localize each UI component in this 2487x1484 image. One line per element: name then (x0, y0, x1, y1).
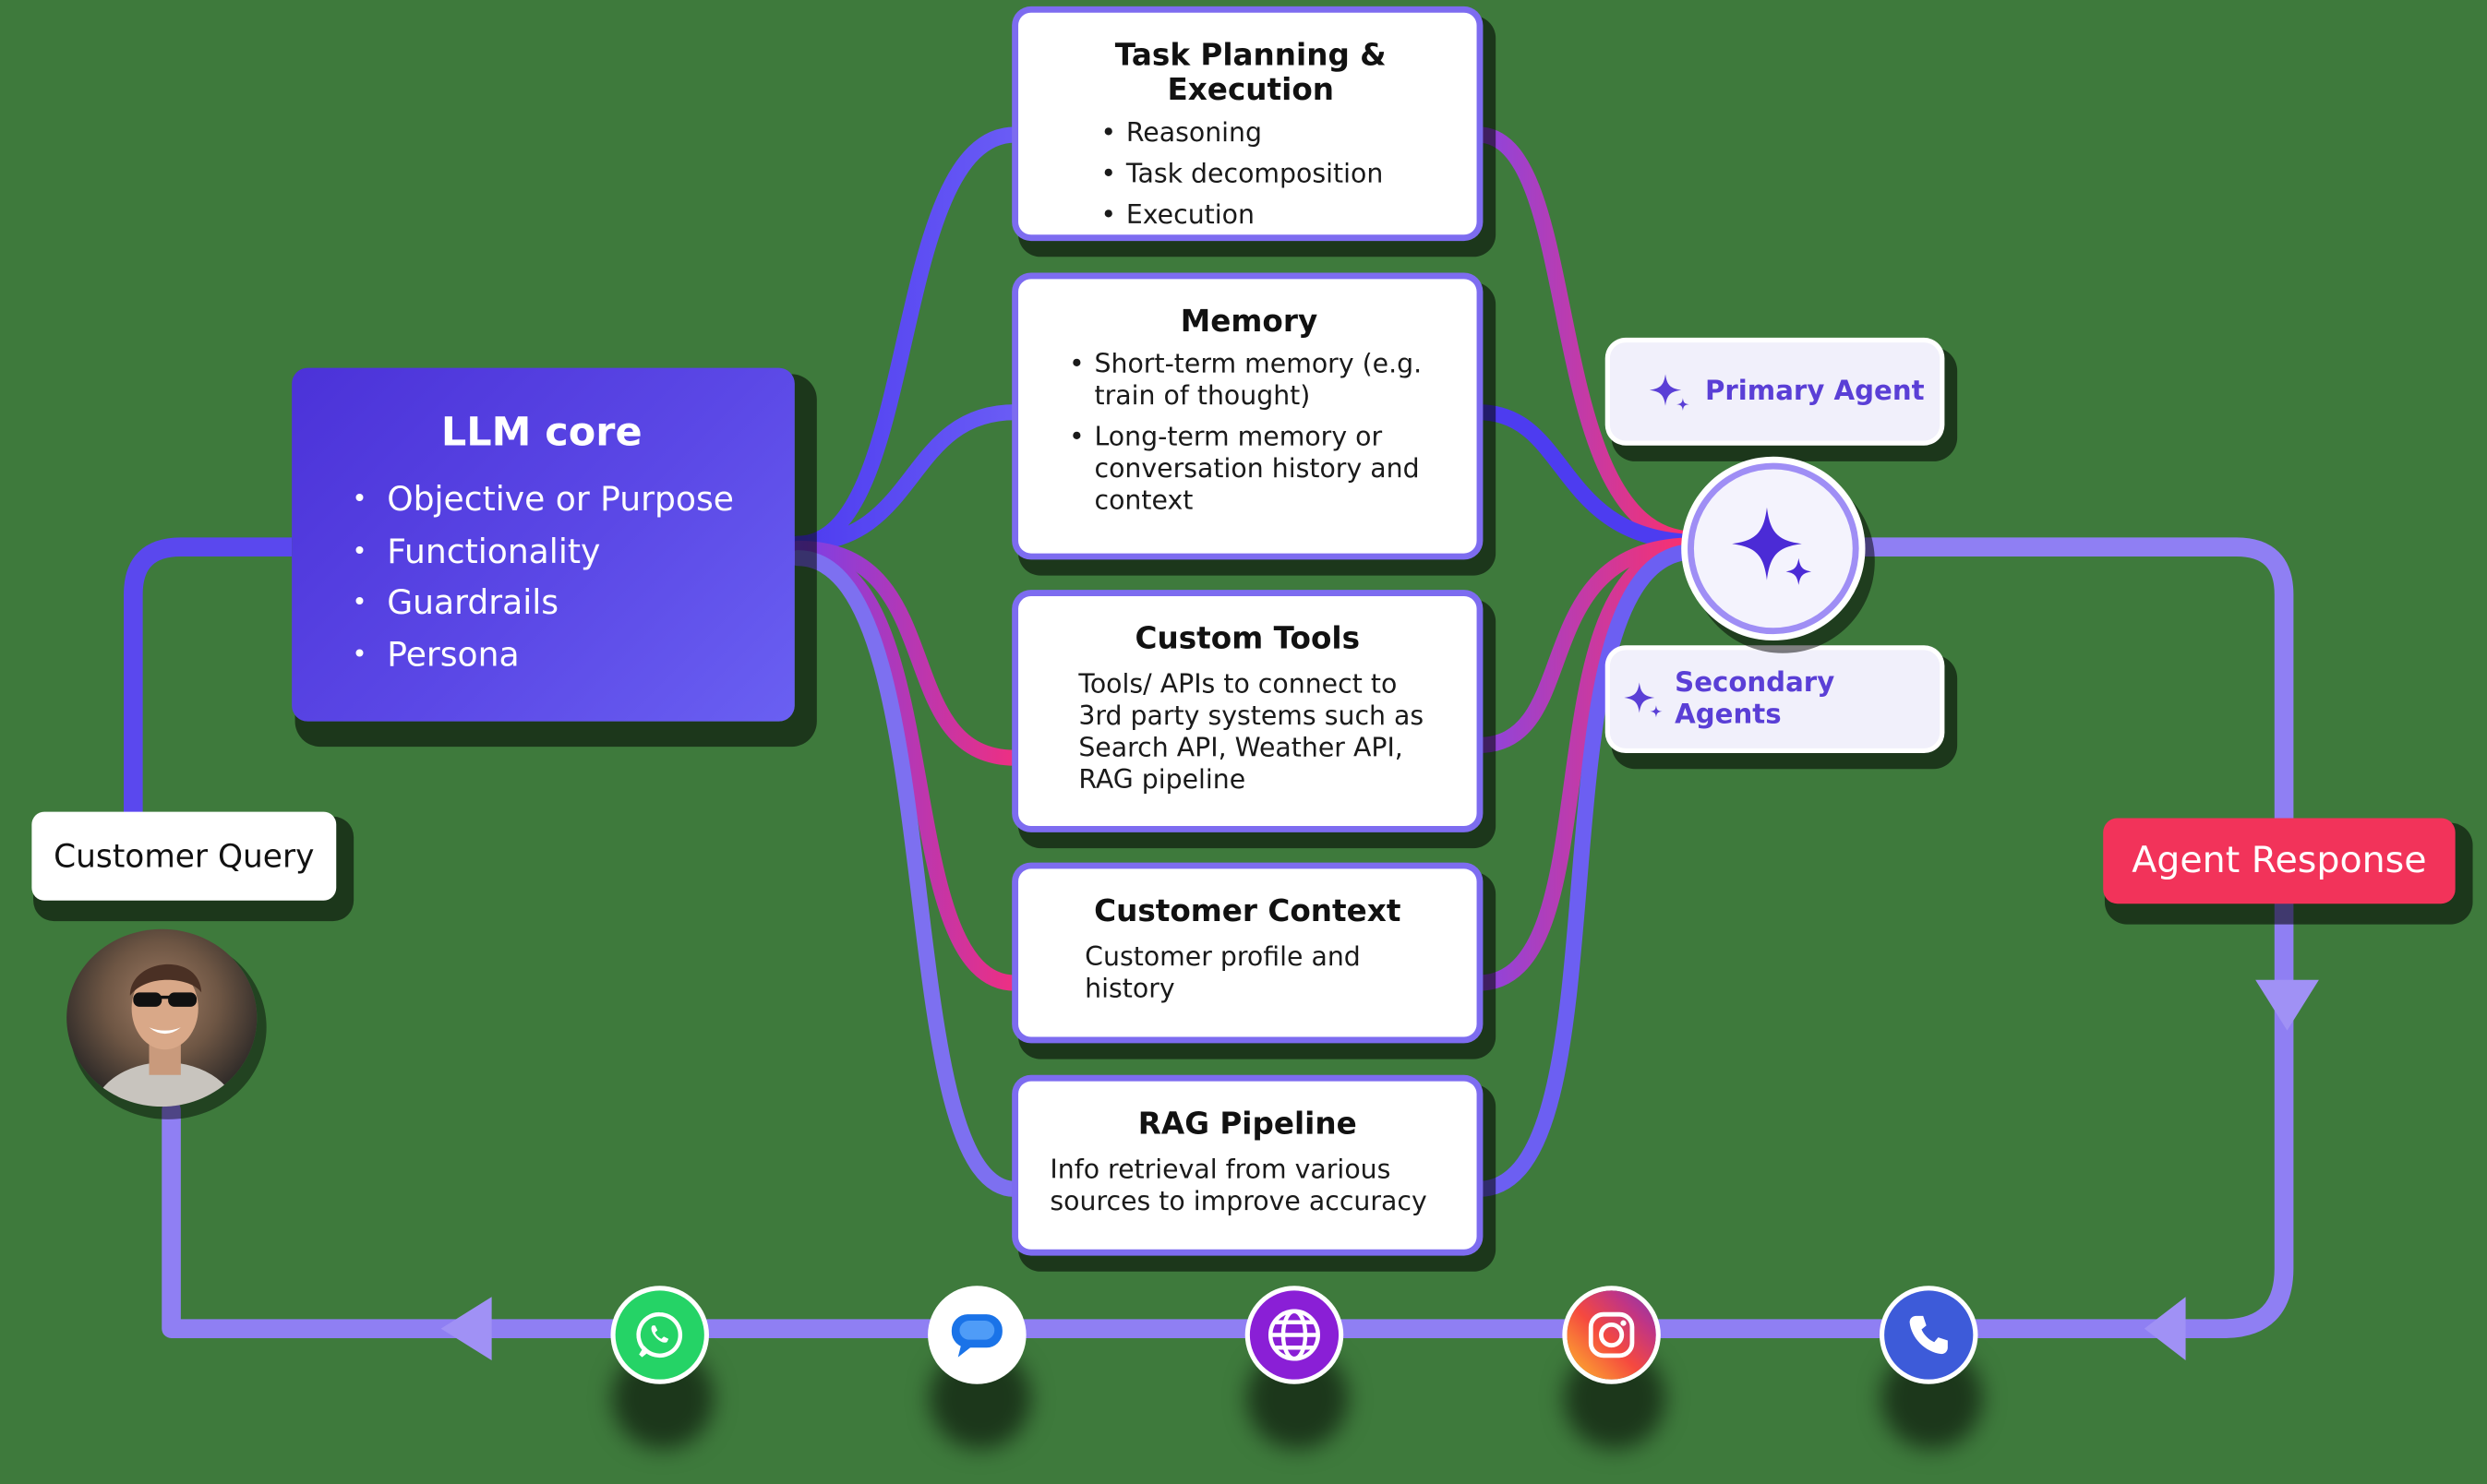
rag-pipeline-card: RAG Pipeline Info retrieval from various… (1018, 1081, 1477, 1250)
custom-tools-card: Custom Tools Tools/ APIs to connect to 3… (1018, 595, 1477, 827)
google-messages-icon[interactable] (932, 1290, 1022, 1380)
instagram-glyph (1588, 1311, 1635, 1358)
card-text: Tools/ APIs to connect to 3rd party syst… (1078, 668, 1424, 795)
phone-glyph (1909, 1315, 1948, 1355)
agent-label: Primary Agent (1704, 376, 1925, 408)
agent-response-label: Agent Response (2103, 818, 2456, 904)
sparkle-icon (1649, 374, 1689, 411)
person-image (92, 963, 237, 1107)
list-item: Functionality (352, 526, 763, 578)
llm-core-list: Objective or Purpose Functionality Guard… (352, 474, 763, 680)
card-title: Customer Context (1094, 893, 1401, 929)
card-text: Info retrieval from various sources to i… (1050, 1154, 1427, 1216)
task-planning-card: Task Planning & Execution Reasoning Task… (1018, 12, 1477, 235)
globe-icon[interactable] (1249, 1290, 1340, 1380)
whatsapp-icon[interactable] (615, 1290, 704, 1380)
query-line (124, 537, 293, 817)
customer-query-label: Customer Query (31, 811, 337, 901)
messages-glyph (951, 1314, 1003, 1358)
phone-icon[interactable] (1884, 1290, 1974, 1380)
secondary-agents-pill: Secondary Agents (1609, 650, 1940, 748)
down-arrow (2255, 979, 2319, 1031)
card-title: Task Planning & Execution (1114, 38, 1387, 108)
list-item: Short-term memory (e.g. train of thought… (1069, 349, 1451, 413)
list-item: Objective or Purpose (352, 474, 763, 526)
left-arrow (2144, 1297, 2186, 1361)
customer-context-card: Customer Context Customer profile and hi… (1018, 868, 1477, 1037)
agent-label: Secondary Agents (1675, 667, 1835, 731)
response-loop (162, 537, 2294, 1338)
globe-glyph (1268, 1309, 1320, 1361)
list-item: Persona (352, 628, 763, 680)
card-title: RAG Pipeline (1137, 1107, 1357, 1142)
sparkle-icon (1732, 507, 1812, 585)
llm-core-title: LLM core (440, 409, 643, 456)
customer-avatar (66, 928, 258, 1107)
list-item: Execution (1100, 199, 1460, 231)
sparkle-icon (1624, 682, 1663, 718)
left-arrow (440, 1297, 492, 1361)
card-title: Custom Tools (1135, 621, 1361, 657)
card-text: Customer profile and history (1085, 941, 1361, 1004)
memory-list: Short-term memory (e.g. train of thought… (1069, 349, 1451, 517)
memory-card: Memory Short-term memory (e.g. train of … (1018, 279, 1477, 554)
instagram-icon[interactable] (1567, 1290, 1656, 1380)
list-item: Long-term memory or conversation history… (1069, 422, 1451, 517)
llm-core-card: LLM core Objective or Purpose Functional… (292, 367, 795, 722)
primary-agent-pill: Primary Agent (1609, 342, 1940, 441)
whatsapp-glyph (636, 1311, 683, 1358)
card-title: Memory (1180, 304, 1318, 340)
task-list: Reasoning Task decomposition Execution (1040, 117, 1460, 232)
agent-hub (1693, 469, 1853, 628)
list-item: Reasoning (1100, 117, 1460, 149)
list-item: Task decomposition (1100, 159, 1460, 190)
list-item: Guardrails (352, 577, 763, 628)
